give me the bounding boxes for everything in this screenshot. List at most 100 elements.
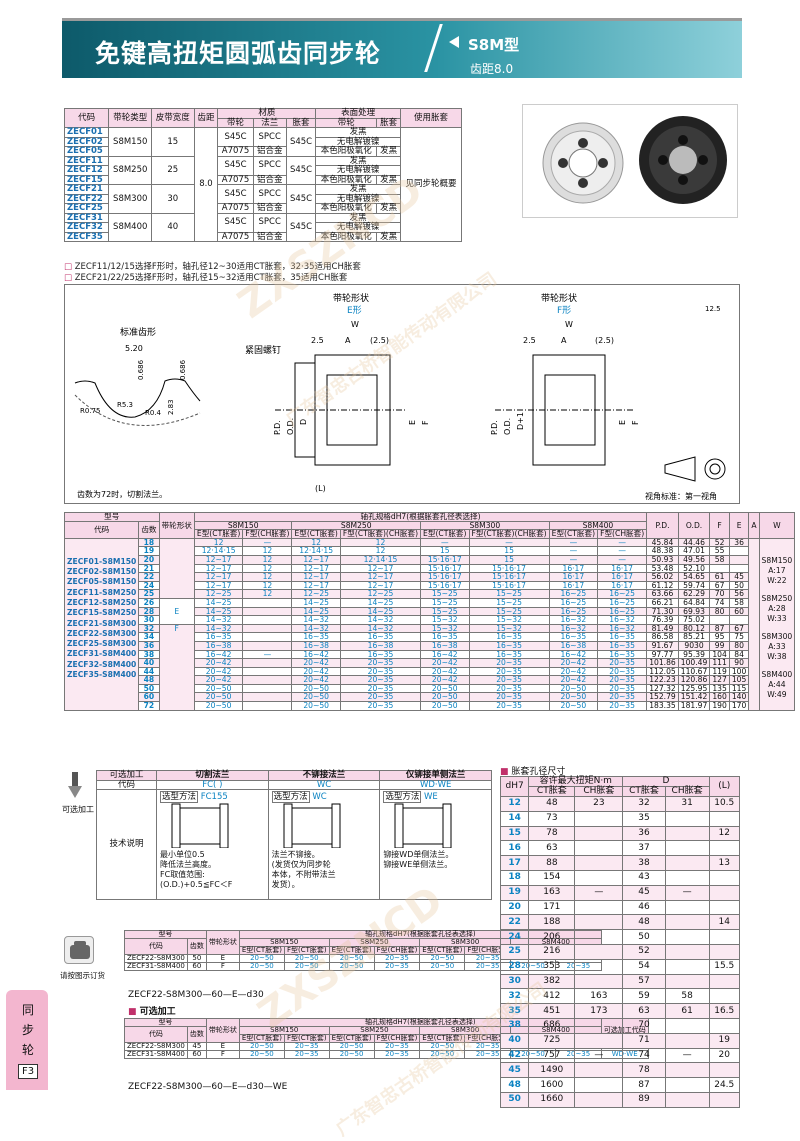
- product-photo: [522, 104, 738, 218]
- table-cell: A7075: [217, 174, 254, 185]
- table-cell: SPCC: [252, 184, 287, 204]
- order-label: 请按图示订货: [60, 971, 105, 980]
- table-cell: 23: [574, 796, 624, 812]
- tab-char-1: 同: [21, 1003, 34, 1017]
- table-cell: 78: [528, 825, 576, 842]
- table-cell: WD·WE: [379, 779, 492, 790]
- table-cell: 16~38: [339, 640, 422, 651]
- table-cell: —: [574, 884, 624, 901]
- e-dim-d: D: [299, 419, 308, 425]
- table-cell: 30: [151, 184, 195, 214]
- table-row: 型号带轮形状轴孔规格dH7(根据胀套孔径表选择): [124, 930, 602, 955]
- teeth-count: 72: [138, 701, 160, 711]
- table-cell: [574, 869, 624, 886]
- table-cell: [709, 615, 730, 625]
- table-cell: CT胀套: [528, 786, 576, 797]
- table-cell: [708, 884, 740, 901]
- spec-code: ZECF25: [63, 203, 110, 214]
- table-cell: 1490: [528, 1062, 576, 1079]
- table-cell: [574, 1091, 624, 1108]
- table-cell: 20~42: [548, 658, 599, 668]
- table-cell: —: [242, 649, 293, 660]
- table-cell: 15.5: [708, 958, 740, 975]
- table-cell: D: [622, 776, 710, 787]
- table-cell: 16~38: [291, 640, 341, 651]
- tab-char-3: 轮: [21, 1043, 34, 1057]
- table-cell: 无电解镀镍: [315, 165, 402, 176]
- table-cell: 154: [528, 869, 576, 886]
- table-cell: [574, 958, 624, 975]
- table-cell: A7075: [217, 203, 254, 214]
- table-cell: 12: [242, 554, 293, 565]
- table-cell: 58: [664, 988, 710, 1005]
- f-dim-a: A: [561, 336, 567, 345]
- table-cell: 190: [709, 701, 730, 711]
- drawing-area: 标准齿形 5.20 R0.75 R5.3 R0.4 2.83 0.686 0.6…: [64, 284, 740, 504]
- table-cell: 50: [622, 929, 666, 945]
- table-cell: 15~32: [468, 615, 550, 625]
- table-cell: 20~35: [597, 701, 648, 711]
- table-cell: S8M300: [108, 184, 153, 214]
- option-note: 发货）。: [271, 880, 300, 889]
- main-code: ZECF31-S8M400: [67, 649, 137, 659]
- table-cell: [242, 666, 293, 677]
- table-cell: 1600: [528, 1077, 576, 1093]
- table-cell: E型(CT胀套): [193, 529, 244, 539]
- e-dim-l: (L): [315, 484, 326, 493]
- aw-value: W:49: [767, 690, 787, 700]
- table-cell: 60: [186, 1050, 207, 1059]
- table-cell: 20~35: [468, 658, 550, 668]
- table-cell: 28: [499, 958, 530, 975]
- table-cell: 22: [499, 914, 530, 931]
- table-cell: 20: [499, 899, 530, 916]
- table-cell: [574, 943, 624, 960]
- table-cell: 89: [622, 1091, 666, 1108]
- table-cell: 19: [499, 884, 530, 901]
- table-cell: 16~25: [597, 597, 648, 608]
- table-cell: CH胀套: [574, 786, 624, 797]
- table-cell: 15: [151, 127, 195, 157]
- table-cell: O.D.: [677, 512, 711, 539]
- table-cell: 铝合金: [252, 203, 287, 214]
- f-dim-pd: P.D.: [490, 420, 499, 435]
- table-cell: F型(CT胀套)(CH胀套): [468, 529, 550, 539]
- table-cell: 42: [499, 1047, 530, 1064]
- table-cell: 37: [622, 840, 666, 857]
- table-cell: 56.02: [646, 572, 679, 582]
- table-cell: [574, 1017, 624, 1034]
- table-cell: 87: [622, 1077, 666, 1093]
- table-cell: 12~17: [339, 572, 422, 582]
- table-cell: 91.67: [646, 640, 679, 651]
- table-row: 可选加工切割法兰不铆接法兰仅铆接单侧法兰: [96, 770, 492, 781]
- table-cell: SPCC: [252, 155, 287, 176]
- main-code: ZECF05-S8M150: [67, 577, 137, 587]
- option-note: 铆接WD单侧法兰。: [383, 850, 454, 859]
- table-cell: —: [548, 554, 599, 565]
- option-note: 最小单位0.5: [160, 850, 205, 859]
- select-method-label: 选型方法: [383, 791, 422, 803]
- table-cell: 胀套: [285, 117, 317, 128]
- table-cell: 20~50: [238, 1050, 285, 1059]
- table-cell: dH7: [499, 776, 530, 797]
- option-note: 本体，不附带法兰: [271, 870, 336, 879]
- table-cell: 使用胀套: [400, 108, 462, 128]
- table-cell: 14~25: [291, 597, 341, 608]
- table-cell: 353: [528, 958, 576, 975]
- option-note: (发货仅为同步轮: [271, 860, 331, 869]
- teeth-count: 26: [138, 597, 160, 608]
- table-cell: 20~35: [283, 1050, 330, 1059]
- table-cell: W: [758, 512, 796, 539]
- table-cell: 48: [528, 796, 576, 812]
- table-cell: [728, 615, 750, 625]
